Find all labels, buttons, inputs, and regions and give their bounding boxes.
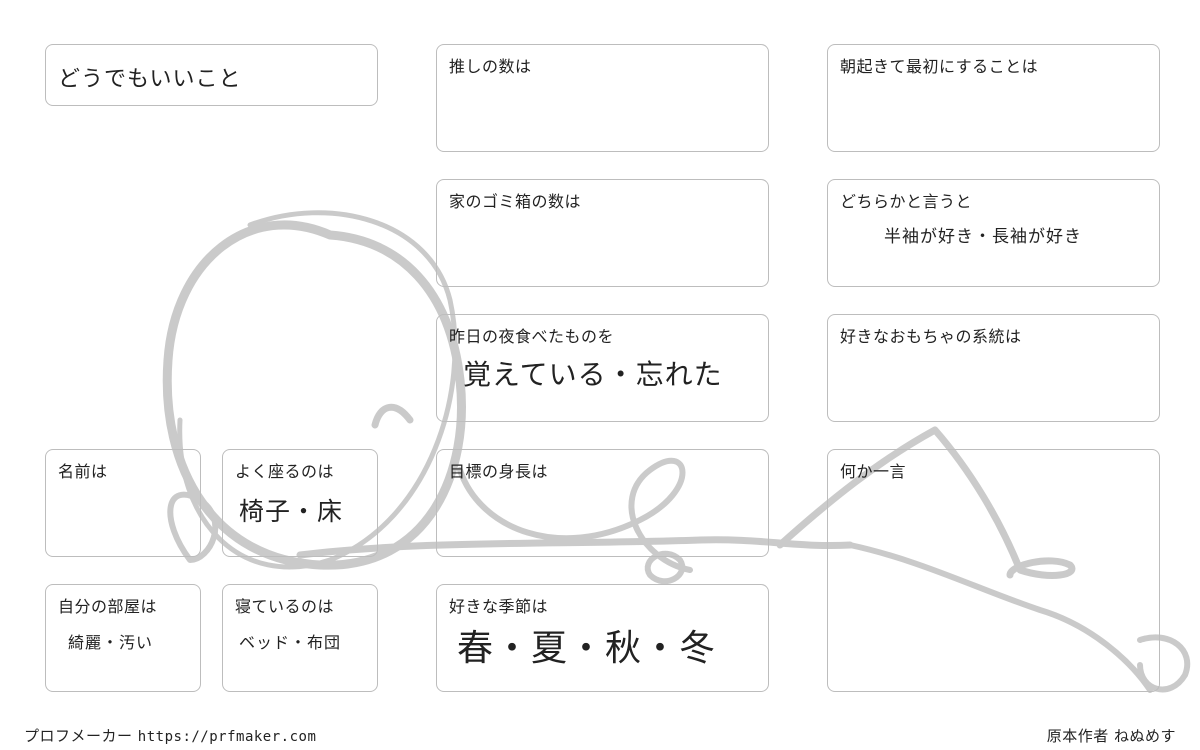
sleep-label: 寝ているのは — [235, 597, 335, 616]
footer-url[interactable]: https://prfmaker.com — [137, 729, 317, 745]
target-height-box[interactable]: 目標の身長は — [436, 449, 769, 557]
comment-label: 何か一言 — [840, 462, 907, 481]
sleep-box[interactable]: 寝ているのは ベッド・布団 — [222, 584, 378, 692]
room-label: 自分の部屋は — [58, 597, 158, 616]
oshi-count-label: 推しの数は — [449, 57, 532, 76]
toy-box[interactable]: 好きなおもちゃの系統は — [827, 314, 1160, 422]
footer-left: プロフメーカー https://prfmaker.com — [24, 725, 316, 746]
sit-options[interactable]: 椅子・床 — [239, 497, 344, 526]
name-box[interactable]: 名前は — [45, 449, 201, 557]
season-options[interactable]: 春・夏・秋・冬 — [457, 628, 717, 669]
dinner-options[interactable]: 覚えている・忘れた — [463, 358, 723, 391]
target-height-label: 目標の身長は — [449, 462, 549, 481]
footer-author: ねぬめす — [1113, 727, 1176, 745]
room-box[interactable]: 自分の部屋は 綺麗・汚い — [45, 584, 201, 692]
room-options[interactable]: 綺麗・汚い — [68, 633, 154, 652]
morning-box[interactable]: 朝起きて最初にすることは — [827, 44, 1160, 152]
sleeve-label: どちらかと言うと — [840, 192, 973, 211]
sit-box[interactable]: よく座るのは 椅子・床 — [222, 449, 378, 557]
sleeve-options[interactable]: 半袖が好き・長袖が好き — [884, 227, 1082, 247]
toy-label: 好きなおもちゃの系統は — [840, 327, 1022, 346]
dinner-box[interactable]: 昨日の夜食べたものを 覚えている・忘れた — [436, 314, 769, 422]
title-box: どうでもいいこと — [45, 44, 378, 106]
sleeve-box[interactable]: どちらかと言うと 半袖が好き・長袖が好き — [827, 179, 1160, 287]
footer-author-prefix: 原本作者 — [1046, 727, 1109, 745]
trash-count-label: 家のゴミ箱の数は — [449, 192, 582, 211]
name-label: 名前は — [58, 462, 108, 481]
page-title: どうでもいいこと — [58, 67, 242, 92]
sit-label: よく座るのは — [235, 462, 335, 481]
footer-brand: プロフメーカー — [24, 727, 133, 745]
season-label: 好きな季節は — [449, 597, 549, 616]
season-box[interactable]: 好きな季節は 春・夏・秋・冬 — [436, 584, 769, 692]
dinner-label: 昨日の夜食べたものを — [449, 327, 615, 346]
morning-label: 朝起きて最初にすることは — [840, 57, 1039, 76]
comment-box[interactable]: 何か一言 — [827, 449, 1160, 692]
footer-right: 原本作者 ねぬめす — [1047, 725, 1176, 746]
sleep-options[interactable]: ベッド・布団 — [239, 633, 342, 652]
oshi-count-box[interactable]: 推しの数は — [436, 44, 769, 152]
trash-count-box[interactable]: 家のゴミ箱の数は — [436, 179, 769, 287]
